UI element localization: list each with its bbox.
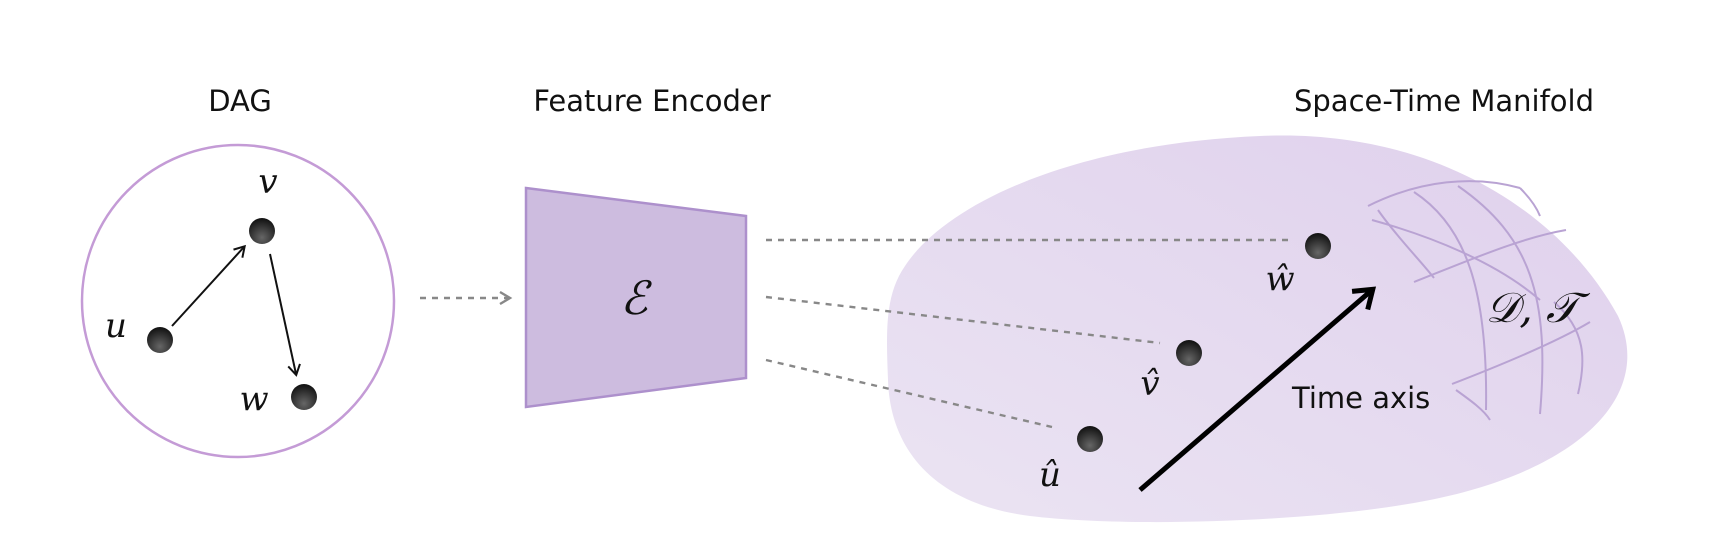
- encoder-trapezoid: [524, 186, 748, 409]
- time-axis-arrow: [1138, 286, 1377, 492]
- encoder-symbol: ℰ: [620, 271, 652, 325]
- dag-node-v: [249, 218, 275, 244]
- manifold-label-v: v̂: [1140, 364, 1159, 404]
- manifold-title: Space-Time Manifold: [1294, 84, 1594, 118]
- dag-panel: u v w: [80, 143, 396, 459]
- dag-label-v: v: [258, 162, 277, 202]
- manifold-metric-label: 𝒟, 𝒯: [1486, 283, 1591, 332]
- manifold-node-u: [1077, 426, 1103, 452]
- edge-u-v: [171, 244, 246, 327]
- manifold-node-v: [1176, 340, 1202, 366]
- dag-title: DAG: [208, 84, 272, 118]
- manifold-blob: [886, 135, 1628, 523]
- manifold-label-u: û: [1039, 455, 1061, 495]
- manifold-label-w: ŵ: [1265, 259, 1294, 299]
- dag-label-w: w: [239, 379, 268, 419]
- projection-u: [765, 358, 1053, 429]
- manifold-grid: [1367, 180, 1591, 421]
- encoder-panel: ℰ: [524, 186, 748, 409]
- dag-node-u: [147, 327, 173, 353]
- dag-circle: [80, 143, 396, 459]
- manifold-panel: Time axis ŵ v̂ û 𝒟, 𝒯: [765, 135, 1628, 523]
- encoder-title: Feature Encoder: [533, 84, 770, 118]
- manifold-node-w: [1305, 233, 1331, 259]
- time-axis-label: Time axis: [1291, 381, 1430, 415]
- dag-label-u: u: [105, 306, 127, 346]
- dag-node-w: [291, 384, 317, 410]
- edge-v-w: [269, 253, 301, 377]
